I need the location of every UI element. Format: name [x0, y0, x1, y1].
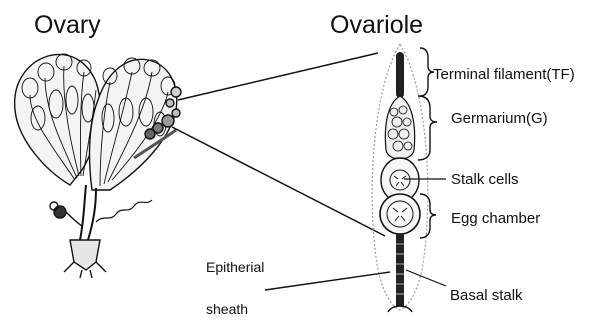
ovary-drawing [15, 54, 181, 278]
ovary-base [70, 240, 100, 270]
stalk-cells-label: Stalk cells [451, 171, 519, 188]
terminal-filament-label: Terminal filament(TF) [433, 66, 575, 83]
germarium-label: Germarium(G) [451, 110, 548, 127]
basal-stalk-leader [406, 270, 446, 286]
ovary-title: Ovary [34, 11, 101, 39]
epitherial-sheath-leader [265, 272, 390, 290]
basal-stalk-label: Basal stalk [450, 287, 523, 304]
terminal-filament [396, 52, 404, 98]
basal-stalk [396, 234, 404, 306]
egg-chamber-label: Egg chamber [451, 210, 540, 227]
ovariole-drawing [372, 44, 428, 312]
connector-bottom [172, 127, 385, 236]
tf-bracket [420, 48, 434, 96]
egg-chamber-bracket [420, 194, 436, 238]
ovariole-title: Ovariole [330, 11, 423, 39]
connector-top [178, 53, 378, 100]
epitherial-label-line2: sheath [206, 301, 248, 317]
egg-chamber-2 [380, 194, 420, 234]
epitherial-label-line1: Epitherial [206, 259, 264, 275]
left-ovary-lobe [15, 54, 100, 185]
